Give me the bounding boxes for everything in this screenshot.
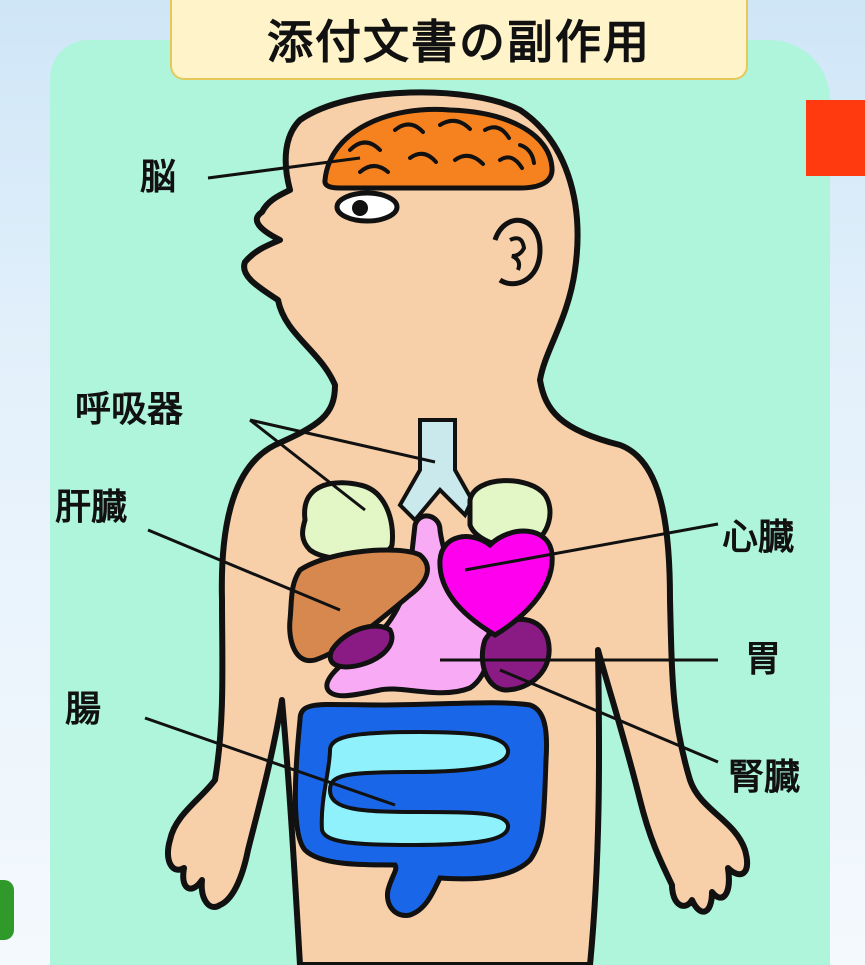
label-brain: 脳 xyxy=(140,160,176,196)
pupil xyxy=(352,200,368,216)
label-heart: 心臓 xyxy=(722,520,794,556)
label-liver: 肝臓 xyxy=(55,490,127,526)
red-marker xyxy=(806,100,865,176)
label-stomach: 胃 xyxy=(745,642,781,678)
lung-left xyxy=(303,483,393,559)
page-title: 添付文書の副作用 xyxy=(267,6,651,72)
ear xyxy=(495,220,540,283)
label-respiratory: 呼吸器 xyxy=(75,392,183,428)
label-kidney: 腎臓 xyxy=(728,760,800,796)
label-intestine: 腸 xyxy=(65,692,101,728)
title-box: 添付文書の副作用 xyxy=(170,0,748,80)
